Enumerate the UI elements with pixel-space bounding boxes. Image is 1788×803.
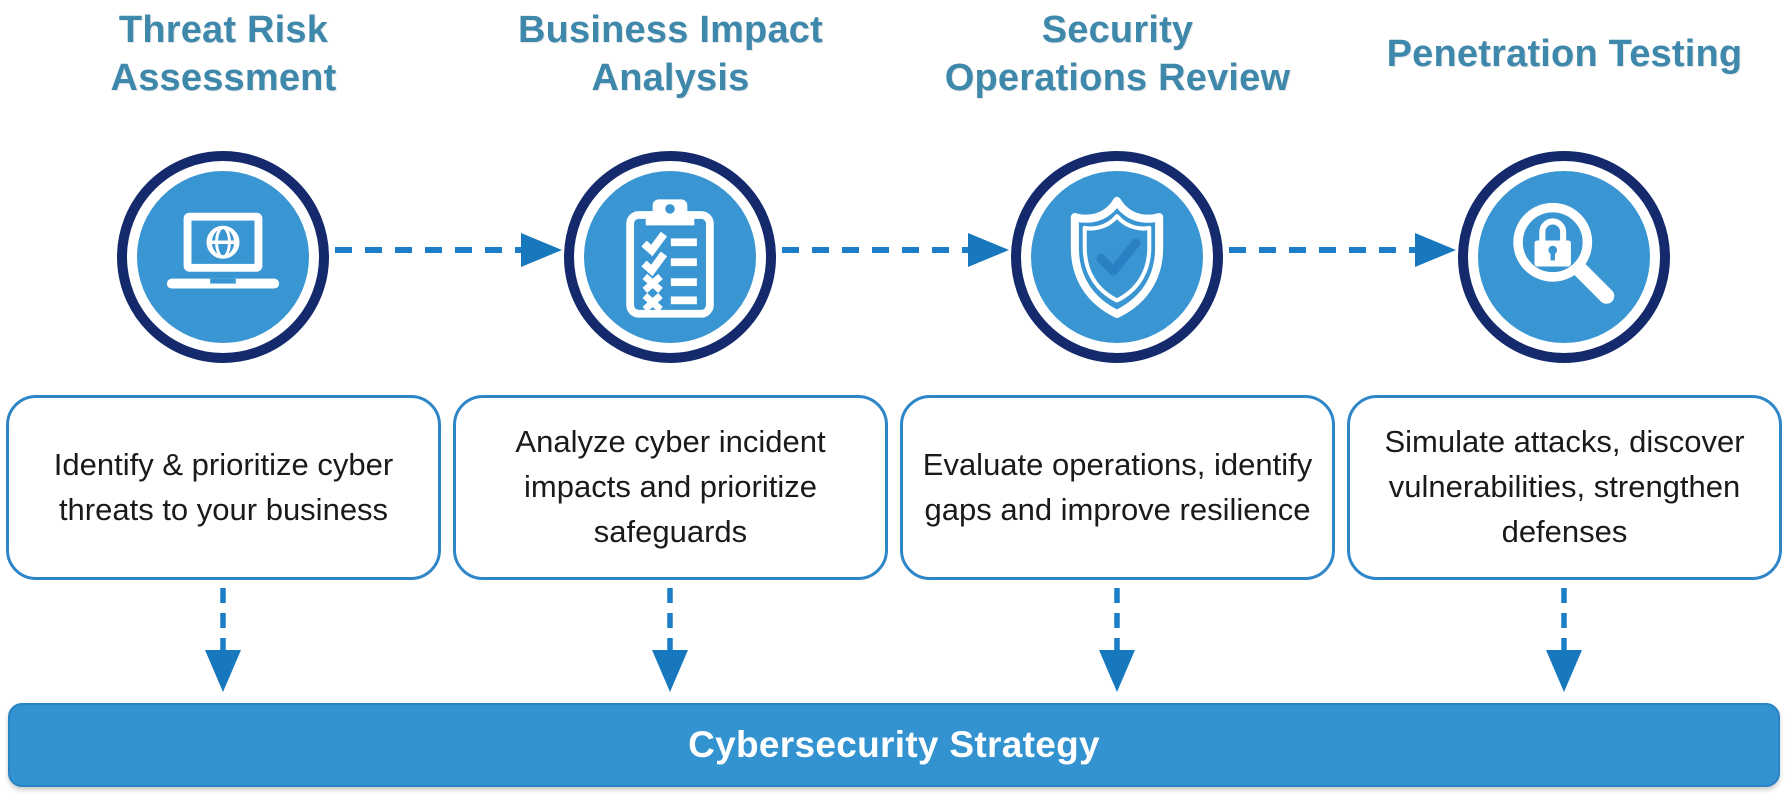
cybersecurity-strategy-label: Cybersecurity Strategy xyxy=(688,724,1100,765)
icon-circle xyxy=(137,171,309,343)
step-security-operations-review: Security Operations Review Evaluate oper… xyxy=(894,0,1341,803)
flow-arrow-down-2 xyxy=(652,588,688,692)
icon-ring xyxy=(564,151,776,363)
icon-ring xyxy=(1458,151,1670,363)
step-description-box: Simulate attacks, discover vulnerabiliti… xyxy=(1347,395,1782,580)
magnifier-lock-icon xyxy=(1513,202,1615,304)
icon-ring xyxy=(117,151,329,363)
step-title: Penetration Testing xyxy=(1386,33,1743,76)
step-description-box: Analyze cyber incident impacts and prior… xyxy=(453,395,888,580)
shield-check-icon xyxy=(1070,196,1164,318)
flow-arrow-down-3 xyxy=(1099,588,1135,692)
step-threat-risk-assessment: Threat Risk Assessment Identify & priori… xyxy=(0,0,447,803)
step-business-impact-analysis: Business Impact Analysis xyxy=(447,0,894,803)
icon-circle xyxy=(1031,171,1203,343)
flow-arrow-right-1 xyxy=(335,233,562,267)
step-title: Business Impact Analysis xyxy=(518,9,823,99)
flow-arrow-down-1 xyxy=(205,588,241,692)
icon-circle xyxy=(584,171,756,343)
flow-arrow-down-4 xyxy=(1546,588,1582,692)
icon-circle xyxy=(1478,171,1650,343)
step-title: Threat Risk Assessment xyxy=(110,9,337,99)
step-description-box: Evaluate operations, identify gaps and i… xyxy=(900,395,1335,580)
step-title: Security Operations Review xyxy=(944,9,1291,99)
step-penetration-testing: Penetration Testing Simulate attacks, di… xyxy=(1341,0,1788,803)
step-description-box: Identify & prioritize cyber threats to y… xyxy=(6,395,441,580)
clipboard-checklist-icon xyxy=(626,199,714,318)
flow-arrow-right-3 xyxy=(1229,233,1456,267)
cybersecurity-strategy-bar: Cybersecurity Strategy xyxy=(8,703,1780,787)
flow-arrow-right-2 xyxy=(782,233,1009,267)
icon-ring xyxy=(1011,151,1223,363)
laptop-globe-icon xyxy=(166,212,280,289)
